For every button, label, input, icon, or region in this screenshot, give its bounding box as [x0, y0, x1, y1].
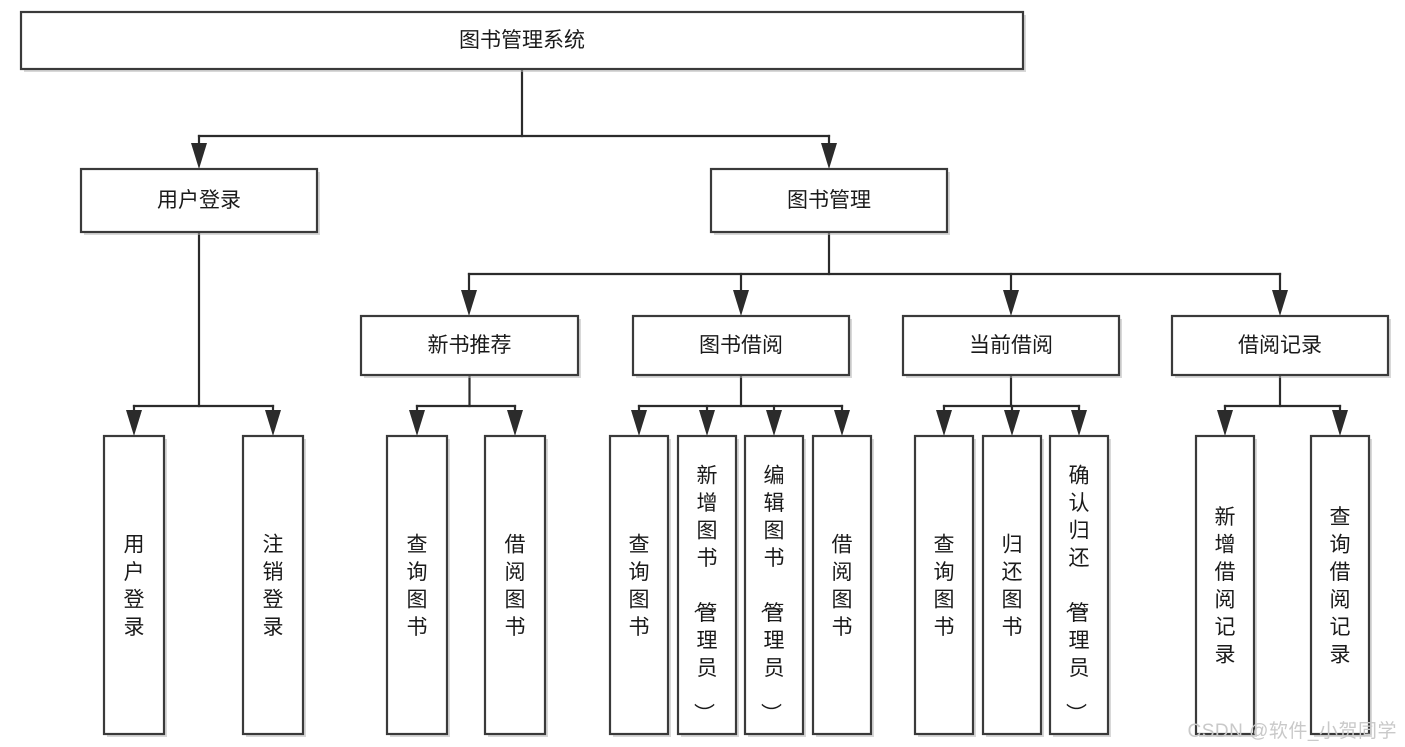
node-leaf-logout[interactable]: 注销登录 — [241, 434, 306, 737]
node-bookmgmt[interactable]: 图书管理 — [709, 167, 950, 235]
node-label: 借阅图书 — [505, 533, 526, 639]
connector-layer — [126, 67, 1348, 436]
node-label: 用户登录 — [157, 189, 241, 212]
connector-group-current-to-leaves — [936, 373, 1087, 436]
node-label: 新书推荐 — [428, 334, 512, 357]
node-label: 当前借阅 — [969, 334, 1053, 357]
node-box[interactable] — [483, 434, 547, 736]
node-label: 用户登录 — [124, 533, 145, 639]
connector-group-records-to-leaves — [1217, 373, 1348, 436]
node-newbook[interactable]: 新书推荐 — [359, 314, 581, 378]
connector-group-borrow-to-leaves — [631, 373, 850, 436]
node-leaf-user-login[interactable]: 用户登录 — [102, 434, 167, 737]
node-label: 确认归还（管理员） — [1064, 465, 1090, 724]
connector-group-newbook-to-leaves — [409, 373, 523, 436]
node-layer: 图书管理系统用户登录图书管理新书推荐图书借阅当前借阅借阅记录用户登录注销登录查询… — [19, 10, 1391, 737]
connector-group-root-to-level2 — [191, 67, 837, 169]
node-leaf-query-book-2[interactable]: 查询图书 — [608, 434, 671, 737]
node-leaf-return-book[interactable]: 归还图书 — [981, 434, 1044, 737]
node-box[interactable] — [608, 434, 670, 736]
node-box[interactable] — [743, 434, 805, 736]
node-label: 查询借阅记录 — [1330, 506, 1351, 667]
connector-group-login-to-leaves — [126, 230, 281, 436]
node-box[interactable] — [811, 434, 873, 736]
node-box[interactable] — [241, 434, 305, 736]
node-box[interactable] — [1194, 434, 1256, 736]
node-box[interactable] — [1309, 434, 1371, 736]
node-root[interactable]: 图书管理系统 — [19, 10, 1026, 72]
node-label: 查询图书 — [934, 533, 955, 639]
node-leaf-borrow-book-2[interactable]: 借阅图书 — [811, 434, 874, 737]
node-box[interactable] — [385, 434, 449, 736]
node-leaf-confirm-return[interactable]: 确认归还（管理员） — [1048, 434, 1111, 737]
node-box[interactable] — [709, 167, 949, 234]
node-records[interactable]: 借阅记录 — [1170, 314, 1391, 378]
node-label: 新增借阅记录 — [1215, 506, 1236, 667]
node-label: 借阅记录 — [1238, 334, 1322, 357]
node-leaf-add-record[interactable]: 新增借阅记录 — [1194, 434, 1257, 737]
node-current[interactable]: 当前借阅 — [901, 314, 1122, 378]
csdn-watermark: CSDN @软件_小贺同学 — [1187, 721, 1397, 742]
node-leaf-query-book-1[interactable]: 查询图书 — [385, 434, 450, 737]
node-leaf-query-book-3[interactable]: 查询图书 — [913, 434, 976, 737]
node-label: 归还图书 — [1002, 533, 1023, 639]
node-label: 图书管理系统 — [459, 29, 585, 52]
node-label: 图书管理 — [787, 189, 871, 212]
node-leaf-borrow-book-1[interactable]: 借阅图书 — [483, 434, 548, 737]
node-box[interactable] — [901, 314, 1121, 377]
node-box[interactable] — [79, 167, 319, 234]
node-borrow[interactable]: 图书借阅 — [631, 314, 852, 378]
node-leaf-query-record[interactable]: 查询借阅记录 — [1309, 434, 1372, 737]
connector-group-bookmgmt-to-level3 — [461, 230, 1288, 316]
node-label: 新增图书（管理员） — [692, 465, 718, 724]
node-label: 注销登录 — [263, 533, 284, 639]
node-label: 编辑图书（管理员） — [759, 465, 785, 724]
node-leaf-add-book[interactable]: 新增图书（管理员） — [676, 434, 739, 737]
node-label: 借阅图书 — [832, 533, 853, 639]
node-box[interactable] — [19, 10, 1025, 71]
node-box[interactable] — [359, 314, 580, 377]
node-box[interactable] — [913, 434, 975, 736]
node-login[interactable]: 用户登录 — [79, 167, 320, 235]
node-box[interactable] — [1048, 434, 1110, 736]
node-box[interactable] — [102, 434, 166, 736]
node-box[interactable] — [981, 434, 1043, 736]
node-label: 图书借阅 — [699, 334, 783, 357]
node-box[interactable] — [676, 434, 738, 736]
node-label: 查询图书 — [629, 533, 650, 639]
node-label: 查询图书 — [407, 533, 428, 639]
node-box[interactable] — [631, 314, 851, 377]
node-box[interactable] — [1170, 314, 1390, 377]
node-leaf-edit-book[interactable]: 编辑图书（管理员） — [743, 434, 806, 737]
